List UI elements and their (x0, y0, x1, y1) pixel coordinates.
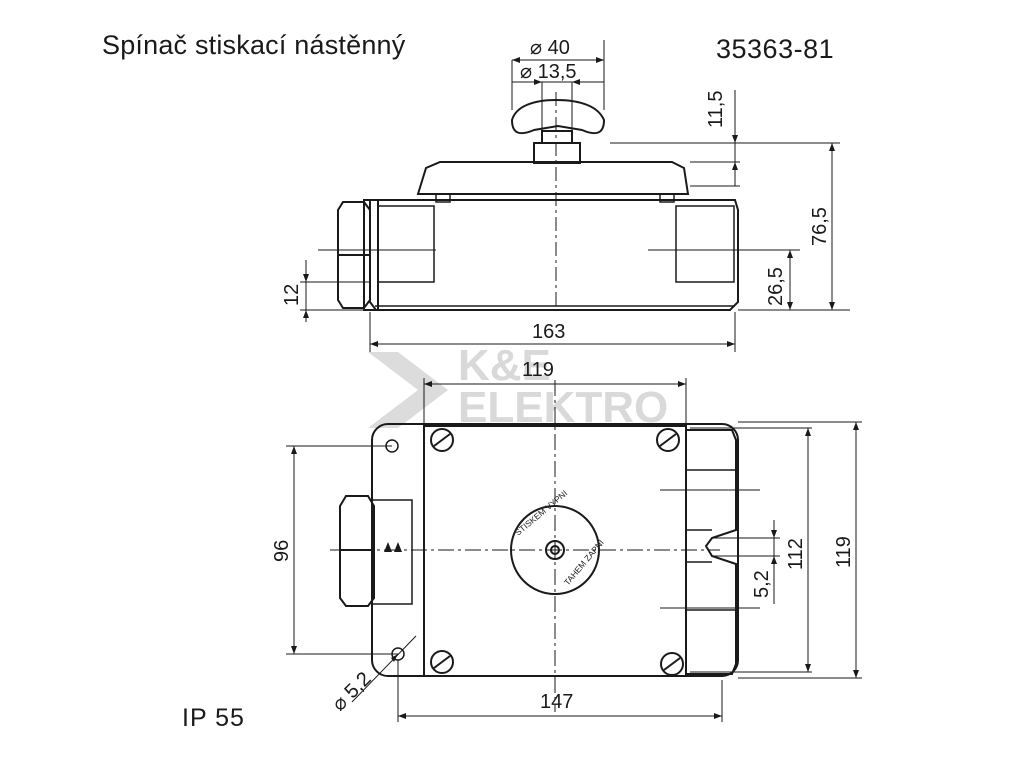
housing (369, 199, 739, 311)
dim-slot-height: 112 (785, 538, 807, 570)
dim-slot-width: 5,2 (751, 570, 773, 598)
dim-left-height: 96 (271, 540, 293, 562)
top-cover (416, 161, 690, 195)
screw-top-right-icon (656, 428, 680, 452)
right-block (686, 429, 737, 675)
product-code: 35363-81 (716, 34, 835, 64)
side-view (300, 40, 850, 352)
ip-rating: IP 55 (182, 704, 245, 732)
dim-top-width: 119 (522, 359, 554, 381)
watermark-logo-icon (368, 352, 448, 428)
dim-inlet-offset: 12 (281, 284, 303, 306)
dim-knob-diameter: ⌀ 40 (530, 37, 570, 59)
knob-label-on: TAHEM ZAPNI (562, 538, 606, 588)
dim-side-length: 163 (532, 321, 565, 343)
main-body (423, 425, 687, 677)
front-view (286, 378, 862, 722)
cable-gland-front (339, 495, 375, 607)
watermark: K&E ELEKTRO (368, 341, 668, 432)
knob-collar (533, 142, 581, 164)
dim-total-height: 76,5 (809, 207, 831, 246)
page-title: Spínač stiskací nástěnný (102, 30, 406, 60)
dim-hole-diameter: ⌀ 5,2 (328, 668, 376, 716)
dim-inlet-height: 26,5 (765, 267, 787, 306)
screw-top-left-icon (430, 428, 454, 452)
dim-stem-diameter: ⌀ 13,5 (520, 61, 577, 83)
dim-knob-height: 11,5 (705, 91, 727, 128)
screw-bottom-right-icon (660, 652, 684, 676)
knob-stem (541, 130, 573, 144)
dim-right-height: 119 (833, 536, 855, 568)
knob-label-off: STISKEM VYPNI (513, 488, 569, 538)
dim-bottom-width: 147 (540, 691, 573, 713)
knob-cap (510, 98, 606, 135)
push-button (510, 505, 600, 595)
watermark-line1: K&E (458, 341, 551, 390)
dimension-labels: ⌀ 40 ⌀ 13,5 11,5 76,5 26,5 12 163 119 96… (271, 37, 855, 716)
dimension-arrows (291, 57, 859, 719)
screw-bottom-left-icon (430, 650, 454, 674)
